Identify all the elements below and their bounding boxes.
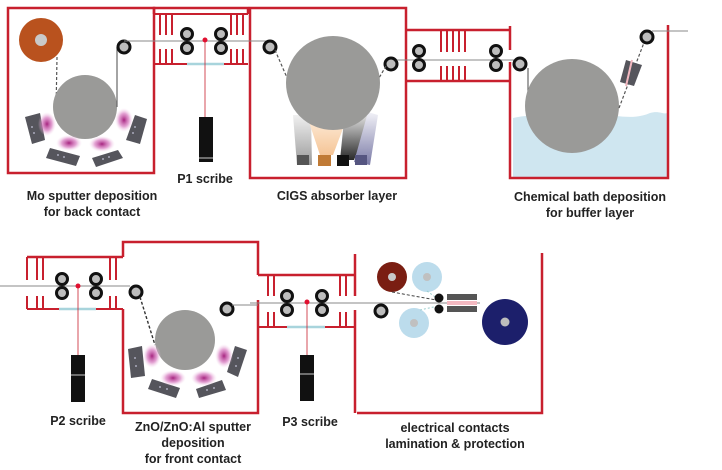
roller-icon (383, 56, 399, 72)
label-cigs: CIGS absorber layer (262, 188, 412, 204)
mo-drum (53, 75, 117, 139)
pinch-roller-icon (180, 27, 228, 55)
label-line: Mo sputter deposition (26, 189, 158, 203)
rinse-dryer-icon (620, 59, 642, 87)
pinch-roller-icon (55, 272, 103, 300)
label-lamination: electrical contacts lamination & protect… (365, 420, 545, 452)
roller-icon (128, 284, 144, 300)
laser-spot-icon (202, 37, 208, 43)
roller-icon (262, 39, 278, 55)
label-line: for buffer layer (545, 206, 635, 220)
label-p1-scribe: P1 scribe (165, 171, 245, 187)
zno-sputter-chamber (121, 240, 260, 415)
mo-supply-spool-icon (19, 18, 63, 62)
cigs-drum (286, 36, 380, 130)
roller-icon (512, 56, 528, 72)
roller-icon (219, 301, 235, 317)
label-line: lamination & protection (385, 437, 525, 451)
plasma-glow (143, 344, 233, 386)
label-line: P3 scribe (282, 415, 338, 429)
pinch-roller-icon (412, 44, 503, 72)
laminate-film-spool-icon (399, 262, 442, 338)
zno-drum (155, 310, 215, 370)
label-p2-scribe: P2 scribe (38, 413, 118, 429)
mo-sputter-chamber (6, 6, 200, 175)
label-line: for front contact (144, 452, 242, 466)
sputter-targets (128, 346, 247, 398)
p2-scribe-section (0, 255, 130, 402)
label-cbd: Chemical bath deposition for buffer laye… (500, 189, 680, 221)
label-line: deposition (161, 436, 225, 450)
label-p3-scribe: P3 scribe (270, 414, 350, 430)
label-line: P1 scribe (177, 172, 233, 186)
p2-laser-scribe-icon (71, 355, 85, 402)
label-mo-sputter: Mo sputter deposition for back contact (0, 188, 184, 220)
label-zno-sputter: ZnO/ZnO:Al sputter deposition for front … (118, 419, 268, 467)
pinch-roller-icon (280, 289, 329, 317)
cbd-drum (525, 59, 619, 153)
nip-roller-icon (434, 293, 444, 314)
label-line: CIGS absorber layer (276, 189, 398, 203)
laminator-press-icon (447, 294, 477, 312)
p1-scribe-section (152, 6, 250, 162)
laser-spot-icon (75, 283, 81, 289)
label-line: for back contact (43, 205, 141, 219)
roller-icon (116, 39, 132, 55)
p3-laser-scribe-icon (300, 355, 314, 401)
plasma-glow (38, 108, 133, 152)
label-line: Chemical bath deposition (513, 190, 667, 204)
lamination-chamber (357, 253, 544, 415)
buffer-load-lock (397, 26, 515, 84)
chemical-bath (508, 25, 688, 180)
output-spool-icon (482, 299, 528, 345)
label-line: ZnO/ZnO:Al sputter (135, 420, 251, 434)
label-line: electrical contacts (400, 421, 510, 435)
cigs-chamber (240, 6, 408, 180)
roller-icon (639, 29, 655, 45)
roller-icon (373, 303, 389, 319)
p3-scribe-section (250, 254, 480, 413)
laser-spot-icon (304, 299, 310, 305)
contact-spool-icon (377, 262, 407, 292)
p1-laser-scribe-icon (199, 117, 213, 162)
label-line: P2 scribe (50, 414, 106, 428)
